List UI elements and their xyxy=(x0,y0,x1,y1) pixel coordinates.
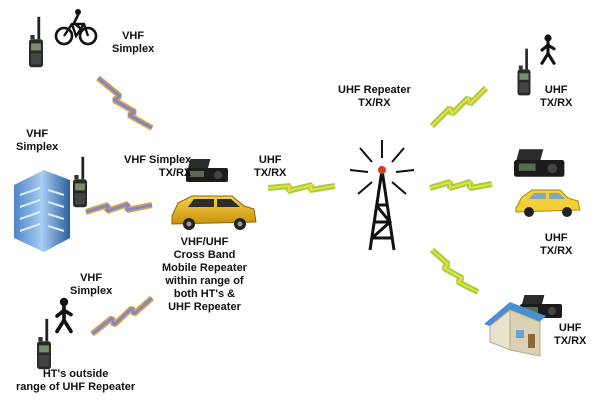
label-line: TX/RX xyxy=(358,97,391,109)
label-line: UHF Repeater xyxy=(168,301,241,313)
label-line: UHF xyxy=(558,322,582,334)
label-line: TX/RX xyxy=(254,167,287,179)
handheld-radio-icon xyxy=(71,155,89,209)
label-uhf-walker: UHF TX/RX xyxy=(540,84,572,110)
label-line: TX/RX xyxy=(158,167,192,179)
handheld-radio-icon xyxy=(35,317,53,371)
handheld-radio-icon xyxy=(516,47,532,97)
label-uhf-mobile: UHF TX/RX xyxy=(254,154,286,180)
vhf-link-bolt-top xyxy=(96,75,154,131)
walking-person-icon xyxy=(540,32,556,65)
label-line: within range of xyxy=(165,275,244,287)
label-vhf-simplex-building: VHF Simplex xyxy=(16,128,58,154)
label-uhf-repeater: UHF Repeater TX/RX xyxy=(338,84,411,110)
office-building-icon xyxy=(14,170,70,252)
label-line: Cross Band xyxy=(173,249,236,261)
label-line: Mobile Repeater xyxy=(162,262,247,274)
label-uhf-house: UHF TX/RX xyxy=(554,322,586,348)
label-line: UHF xyxy=(258,154,282,166)
walking-person-icon xyxy=(55,295,73,334)
label-uhf-car: UHF TX/RX xyxy=(540,232,572,258)
label-line: TX/RX xyxy=(554,335,587,347)
label-line: VHF Simplex xyxy=(124,154,192,166)
label-line: HT's outside xyxy=(42,368,109,380)
vhf-link-bolt-building xyxy=(85,201,153,215)
label-line: Simplex xyxy=(70,285,113,297)
uhf-link-bolt-car xyxy=(429,179,493,191)
house-icon xyxy=(484,302,546,357)
label-line: UHF xyxy=(544,232,568,244)
label-line: UHF xyxy=(544,84,568,96)
label-line: TX/RX xyxy=(540,245,573,257)
label-mobile-repeater-desc: VHF/UHF Cross Band Mobile Repeater withi… xyxy=(162,236,247,314)
uhf-link-bolt-house xyxy=(430,247,480,295)
uhf-link-bolt-mobile-to-tower xyxy=(267,182,336,194)
label-line: VHF xyxy=(122,30,145,42)
label-line: Simplex xyxy=(16,141,59,153)
mobile-radio-icon xyxy=(514,149,565,177)
mobile-radio-icon xyxy=(186,159,228,182)
label-vhf-simplex-bottom: VHF Simplex xyxy=(70,272,112,298)
label-line: VHF/UHF xyxy=(180,236,229,248)
label-vhf-simplex-mobile: VHF Simplex TX/RX xyxy=(124,154,191,180)
uhf-link-bolt-walker xyxy=(429,85,489,129)
label-line: UHF Repeater xyxy=(338,84,411,96)
suv-car-icon xyxy=(171,195,257,230)
label-line: range of UHF Repeater xyxy=(16,381,136,393)
compact-car-icon xyxy=(515,189,581,217)
vhf-link-bolt-bottom xyxy=(90,295,154,337)
label-ht-outside-range: HT's outside range of UHF Repeater xyxy=(16,368,135,394)
label-line: VHF xyxy=(26,128,49,140)
repeater-tower-icon xyxy=(349,140,415,251)
label-line: TX/RX xyxy=(540,97,573,109)
label-line: both HT's & xyxy=(173,288,236,300)
label-vhf-simplex-top: VHF Simplex xyxy=(112,30,154,56)
label-line: VHF xyxy=(80,272,103,284)
bicycle-rider-icon xyxy=(54,9,98,46)
handheld-radio-icon xyxy=(27,15,45,69)
label-line: Simplex xyxy=(112,43,155,55)
